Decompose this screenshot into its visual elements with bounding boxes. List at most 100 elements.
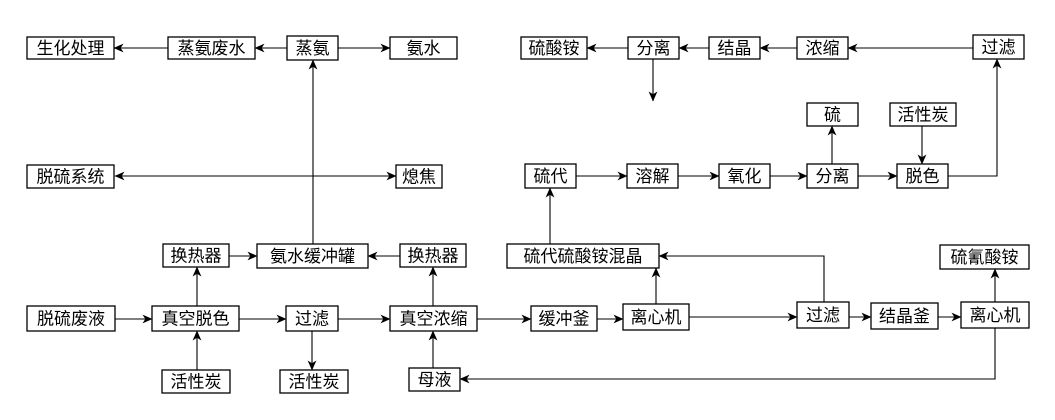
node-box <box>399 243 467 268</box>
node-label: 溶解 <box>636 167 670 187</box>
node-box <box>286 35 339 61</box>
nodes-layer: 生化处理蒸氨废水蒸氨氨水硫酸铵分离结晶浓缩过滤硫活性炭脱硫系统熄焦硫代溶解氧化分… <box>26 34 1030 394</box>
node-box <box>939 244 1030 270</box>
node-label: 缓冲釜 <box>539 310 590 330</box>
node-heat-exchanger-right: 换热器 <box>399 243 467 268</box>
node-ammonia-stripping: 蒸氨 <box>286 35 339 61</box>
node-box <box>960 301 1030 329</box>
node-box <box>26 36 115 60</box>
node-box <box>718 163 771 189</box>
node-box <box>520 36 588 60</box>
node-centrifuge-mid: 离心机 <box>622 303 690 331</box>
node-box <box>395 164 443 189</box>
node-box <box>796 301 850 329</box>
node-box <box>530 305 598 332</box>
node-label: 硫酸铵 <box>529 39 580 59</box>
node-mother-liquor: 母液 <box>408 367 461 392</box>
node-box <box>26 305 116 332</box>
node-box <box>622 303 690 331</box>
node-box <box>26 164 115 189</box>
node-filtration-right: 过滤 <box>796 301 850 329</box>
node-label: 结晶 <box>718 39 752 59</box>
node-heat-exchanger-left: 换热器 <box>162 243 230 268</box>
node-ammonia-water: 氨水 <box>389 36 458 60</box>
node-label: 过滤 <box>982 38 1016 58</box>
node-ammonia-buffer-tank: 氨水缓冲罐 <box>256 243 369 269</box>
node-activated-carbon-top: 活性炭 <box>889 102 957 127</box>
node-label: 换热器 <box>171 247 222 267</box>
node-box <box>167 36 256 60</box>
node-label: 母液 <box>418 371 452 391</box>
node-box <box>389 305 478 332</box>
node-label: 硫 <box>824 106 841 126</box>
node-label: 过滤 <box>806 306 840 326</box>
node-box <box>151 305 240 332</box>
node-waste-liquor: 脱硫废液 <box>26 305 116 332</box>
node-box <box>506 243 660 269</box>
node-coke-quench: 熄焦 <box>395 164 443 189</box>
node-decolorization-top: 脱色 <box>896 163 949 189</box>
node-label: 结晶釜 <box>879 307 930 327</box>
node-box <box>889 102 957 127</box>
node-vacuum-concentration: 真空浓缩 <box>389 305 478 332</box>
edge-filtration-right-to-mixed-crystal <box>658 251 825 302</box>
node-sulfur: 硫 <box>806 102 859 127</box>
node-label: 活性炭 <box>898 106 949 126</box>
node-mixed-crystal: 硫代硫酸铵混晶 <box>506 243 660 269</box>
node-box <box>162 243 230 268</box>
node-label: 浓缩 <box>806 39 840 59</box>
node-label: 蒸氨 <box>296 39 330 59</box>
node-box <box>796 36 849 60</box>
node-oxidation: 氧化 <box>718 163 771 189</box>
node-label: 真空脱色 <box>162 310 230 330</box>
edge-centrifuge-right-to-mother-liquor <box>459 328 996 384</box>
node-box <box>806 163 859 189</box>
node-label: 生化处理 <box>37 39 105 59</box>
node-thiosulfate: 硫代 <box>524 163 577 189</box>
node-desulfurization-system: 脱硫系统 <box>26 164 115 189</box>
node-label: 分离 <box>816 167 850 187</box>
node-label: 脱色 <box>906 167 940 187</box>
node-box <box>972 34 1025 60</box>
node-ammonia-wastewater: 蒸氨废水 <box>167 36 256 60</box>
node-box <box>389 36 458 60</box>
node-label: 活性炭 <box>171 373 222 393</box>
node-label: 硫代 <box>534 167 568 187</box>
node-label: 分离 <box>637 39 671 59</box>
node-box <box>408 367 461 392</box>
node-activated-carbon-out: 活性炭 <box>279 369 349 394</box>
node-vacuum-decolorization: 真空脱色 <box>151 305 240 332</box>
node-ammonium-sulfate: 硫酸铵 <box>520 36 588 60</box>
node-label: 熄焦 <box>402 168 436 188</box>
node-box <box>285 305 339 332</box>
node-buffer-kettle: 缓冲釜 <box>530 305 598 332</box>
node-label: 氨水 <box>407 39 441 59</box>
node-centrifuge-right: 离心机 <box>960 301 1030 329</box>
node-box <box>708 36 761 60</box>
edges-layer <box>113 43 1002 384</box>
node-label: 过滤 <box>295 310 329 330</box>
node-label: 硫代硫酸铵混晶 <box>524 247 643 267</box>
node-label: 氨水缓冲罐 <box>270 247 355 267</box>
node-filtration-mid: 过滤 <box>285 305 339 332</box>
node-ammonium-thiocyanate: 硫氰酸铵 <box>939 244 1030 270</box>
node-label: 脱硫系统 <box>37 168 105 188</box>
edge-decolorization-top-to-filtration-top <box>948 58 1002 177</box>
node-crystallization: 结晶 <box>708 36 761 60</box>
node-concentration: 浓缩 <box>796 36 849 60</box>
node-box <box>279 369 349 394</box>
node-box <box>896 163 949 189</box>
node-label: 氧化 <box>728 167 762 187</box>
node-label: 真空浓缩 <box>400 310 468 330</box>
node-filtration-top: 过滤 <box>972 34 1025 60</box>
node-box <box>161 369 231 394</box>
node-label: 换热器 <box>408 247 459 267</box>
node-label: 硫氰酸铵 <box>951 248 1019 268</box>
node-label: 离心机 <box>970 306 1021 326</box>
node-label: 蒸氨废水 <box>178 39 246 59</box>
node-bio-treatment: 生化处理 <box>26 36 115 60</box>
node-separation-mid: 分离 <box>806 163 859 189</box>
node-box <box>870 302 939 330</box>
